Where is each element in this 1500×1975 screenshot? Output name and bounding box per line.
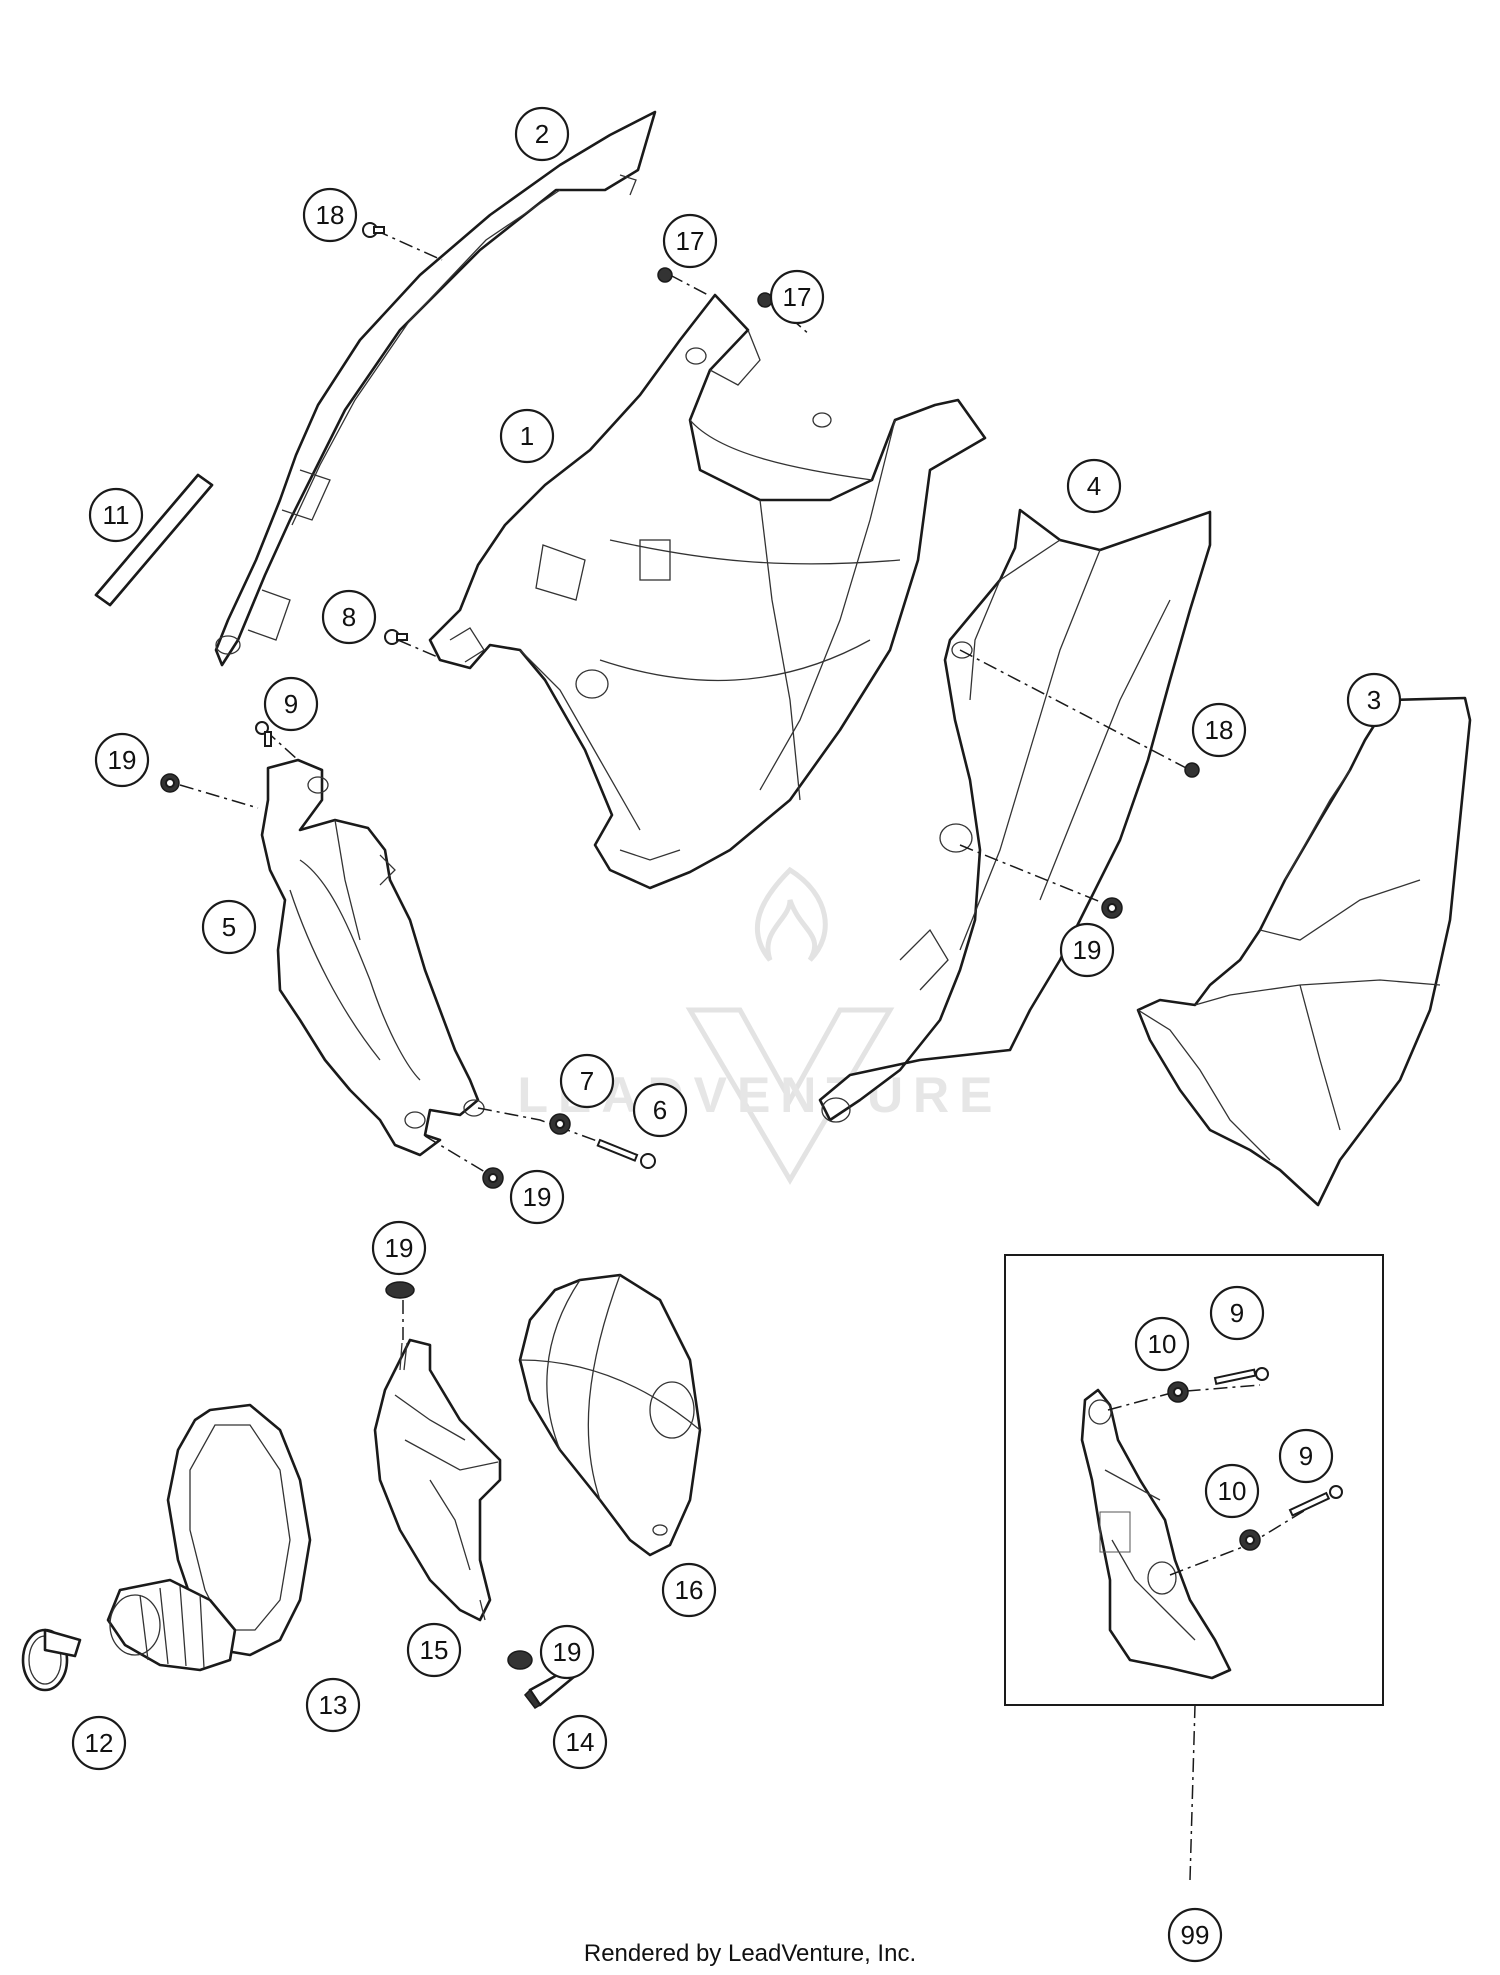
washer-10-box-a bbox=[1167, 1381, 1189, 1403]
callout-labels: 1234567891112131415161717181819191919199… bbox=[71, 106, 1402, 1963]
callout-1: 1 bbox=[499, 408, 555, 464]
callout-number: 4 bbox=[1087, 471, 1101, 501]
callout-19: 19 bbox=[371, 1220, 427, 1276]
callout-3: 3 bbox=[1346, 672, 1402, 728]
callout-17: 17 bbox=[769, 269, 825, 325]
callout-19: 19 bbox=[539, 1624, 595, 1680]
part-16-air-filter bbox=[518, 1273, 702, 1557]
callout-number: 18 bbox=[316, 200, 345, 230]
part-5-airbox-cover bbox=[260, 758, 485, 1157]
callout-16: 16 bbox=[661, 1562, 717, 1618]
grommet-19-bottom bbox=[507, 1650, 533, 1670]
callout-19: 19 bbox=[1059, 922, 1115, 978]
callout-number: 19 bbox=[523, 1182, 552, 1212]
part-2-side-panel-strip bbox=[214, 110, 657, 667]
bolt-18-right bbox=[1184, 762, 1200, 778]
callout-number: 19 bbox=[108, 745, 137, 775]
callout-number: 14 bbox=[566, 1727, 595, 1757]
callout-number: 9 bbox=[1230, 1298, 1244, 1328]
callout-number: 10 bbox=[1148, 1329, 1177, 1359]
bolt-17-b bbox=[757, 292, 773, 308]
callout-number: 9 bbox=[1299, 1441, 1313, 1471]
callout-99: 99 bbox=[1167, 1907, 1223, 1963]
callout-number: 12 bbox=[85, 1728, 114, 1758]
grommet-19-right bbox=[1101, 897, 1123, 919]
bolt-9-box-b bbox=[1288, 1485, 1343, 1517]
callout-4: 4 bbox=[1066, 458, 1122, 514]
callout-18: 18 bbox=[1191, 702, 1247, 758]
callout-number: 18 bbox=[1205, 715, 1234, 745]
callout-number: 1 bbox=[520, 421, 534, 451]
callout-number: 99 bbox=[1181, 1920, 1210, 1950]
part-4-right-side-panel bbox=[818, 508, 1212, 1123]
callout-15: 15 bbox=[406, 1622, 462, 1678]
leadventure-watermark: LEADVENTURE bbox=[517, 866, 993, 1185]
bolt-9-box-a bbox=[1213, 1367, 1269, 1386]
footer-credit: Rendered by LeadVenture, Inc. bbox=[583, 1940, 917, 1967]
callout-17: 17 bbox=[662, 213, 718, 269]
callout-6: 6 bbox=[632, 1082, 688, 1138]
callout-10: 10 bbox=[1134, 1316, 1190, 1372]
callout-19: 19 bbox=[509, 1169, 565, 1225]
callout-9: 9 bbox=[1209, 1285, 1265, 1341]
grommet-19-top-15 bbox=[385, 1281, 415, 1299]
part-13-intake-boot bbox=[106, 1403, 312, 1672]
callout-number: 11 bbox=[103, 500, 130, 530]
callout-number: 15 bbox=[420, 1635, 449, 1665]
bolt-9-left bbox=[255, 721, 272, 747]
callout-14: 14 bbox=[552, 1714, 608, 1770]
callout-number: 19 bbox=[1073, 935, 1102, 965]
callout-8: 8 bbox=[321, 589, 377, 645]
grommet-19-lower bbox=[482, 1167, 504, 1189]
callout-number: 9 bbox=[284, 689, 298, 719]
hardware-items bbox=[160, 222, 1343, 1670]
callout-19: 19 bbox=[94, 732, 150, 788]
washer-10-box-b bbox=[1239, 1529, 1261, 1551]
callout-number: 6 bbox=[653, 1095, 667, 1125]
callout-18: 18 bbox=[302, 187, 358, 243]
bolt-8 bbox=[384, 629, 408, 645]
callout-number: 17 bbox=[676, 226, 705, 256]
callout-10: 10 bbox=[1204, 1463, 1260, 1519]
callout-number: 5 bbox=[222, 912, 236, 942]
callout-number: 10 bbox=[1218, 1476, 1247, 1506]
callout-number: 19 bbox=[553, 1637, 582, 1667]
callout-number: 7 bbox=[580, 1066, 594, 1096]
callout-number: 8 bbox=[342, 602, 356, 632]
callout-number: 19 bbox=[385, 1233, 414, 1263]
callout-9: 9 bbox=[1278, 1428, 1334, 1484]
washer-7 bbox=[549, 1113, 571, 1135]
callout-13: 13 bbox=[305, 1677, 361, 1733]
callout-2: 2 bbox=[514, 106, 570, 162]
callout-number: 2 bbox=[535, 119, 549, 149]
callout-12: 12 bbox=[71, 1715, 127, 1771]
callout-7: 7 bbox=[559, 1053, 615, 1109]
part-11-decal bbox=[94, 473, 214, 607]
bolt-17-a bbox=[657, 267, 673, 283]
part-99-kit-box bbox=[1004, 1254, 1384, 1706]
bolt-18-top bbox=[362, 222, 385, 238]
part-15-filter-cage bbox=[373, 1338, 502, 1622]
callout-9: 9 bbox=[263, 676, 319, 732]
part-12-hose-clamp bbox=[21, 1628, 82, 1692]
bolt-6 bbox=[596, 1138, 656, 1169]
callout-5: 5 bbox=[201, 899, 257, 955]
callout-number: 16 bbox=[675, 1575, 704, 1605]
callout-11: 11 bbox=[88, 487, 144, 543]
part-3-side-number-plate bbox=[1136, 696, 1472, 1207]
callout-number: 3 bbox=[1367, 685, 1381, 715]
callout-number: 17 bbox=[783, 282, 812, 312]
part-1-airbox-housing bbox=[428, 293, 987, 890]
grommet-19-left bbox=[160, 773, 180, 793]
callout-number: 13 bbox=[319, 1690, 348, 1720]
